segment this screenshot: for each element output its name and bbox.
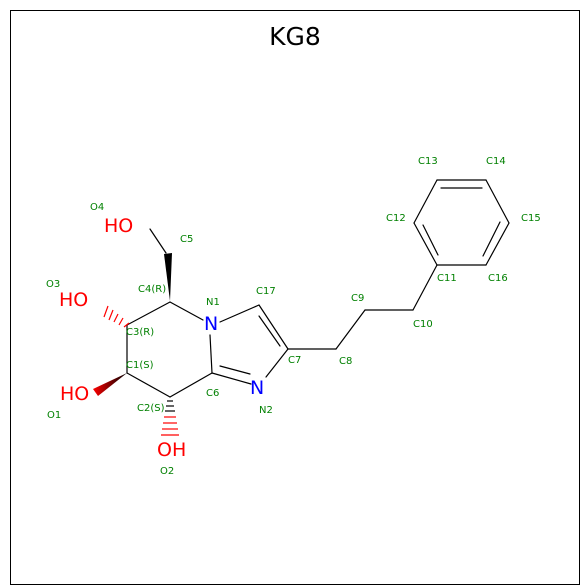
bond-c11-c12-inner [422, 224, 439, 256]
atom-label-c9: C9 [351, 293, 364, 304]
atom-label-o1: O1 [47, 410, 61, 421]
bond-c10-c11 [412, 264, 438, 311]
atom-label-c15: C15 [521, 213, 541, 224]
atom-label-o2: O2 [160, 466, 174, 477]
bond-c1-c2 [126, 372, 171, 398]
o4-symbol: HO [104, 215, 133, 237]
atom-label-c12: C12 [386, 213, 406, 224]
bond-c4-n1 [169, 301, 204, 321]
n1-symbol: N [204, 313, 218, 335]
bond-c12-c13 [413, 179, 438, 224]
bond-c11-c12 [413, 222, 438, 266]
atom-label-c2: C2(S) [137, 403, 165, 414]
atom-label-c4: C4(R) [138, 284, 166, 295]
molecule-title: KG8 [269, 22, 321, 51]
bond-c15-c16 [485, 222, 510, 266]
atom-label-c8: C8 [339, 356, 352, 367]
atom-label-c17: C17 [256, 286, 276, 297]
atom-label-c13: C13 [418, 156, 438, 167]
hash-c2-o2 [161, 400, 179, 436]
bond-c15-c16-inner [482, 221, 501, 257]
atom-label-c1: C1(S) [126, 360, 154, 371]
bond-c6-n1 [209, 334, 213, 374]
atom-label-c14: C14 [486, 156, 506, 167]
bond-c17-c7 [258, 304, 289, 350]
bond-c4-c3 [126, 301, 171, 326]
wedge-c4-c5 [164, 253, 172, 301]
atom-label-n2: N2 [259, 405, 273, 416]
atom-label-c10: C10 [413, 319, 433, 330]
atom-label-c6: C6 [206, 388, 219, 399]
o3-symbol: HO [59, 289, 88, 311]
bond-c14-c15 [485, 179, 510, 224]
atom-label-n1: N1 [206, 297, 220, 308]
diagram-frame [10, 10, 580, 585]
o2-symbol: OH [157, 439, 186, 461]
atom-label-c16: C16 [488, 273, 508, 284]
bond-c17-c7-inner [258, 315, 281, 347]
bond-c6-n2-inner [219, 365, 251, 375]
atom-label-o3: O3 [46, 279, 60, 290]
atom-label-c3: C3(R) [126, 327, 154, 338]
bond-n1-c17 [219, 304, 260, 323]
bond-c8-c9 [335, 309, 366, 350]
atom-label-c7: C7 [288, 355, 301, 366]
o1-symbol: HO [60, 383, 89, 405]
atom-label-c5: C5 [180, 234, 193, 245]
bond-c5-o4 [149, 228, 167, 254]
bond-c7-n2 [265, 348, 289, 378]
wedge-c1-o1 [93, 373, 127, 396]
n2-symbol: N [250, 377, 264, 399]
atom-label-o4: O4 [90, 202, 104, 213]
bond-c6-n2 [211, 372, 252, 385]
hash-c3-o3 [103, 305, 130, 328]
atom-label-c11: C11 [437, 273, 457, 284]
bond-c2-c6 [169, 372, 213, 398]
